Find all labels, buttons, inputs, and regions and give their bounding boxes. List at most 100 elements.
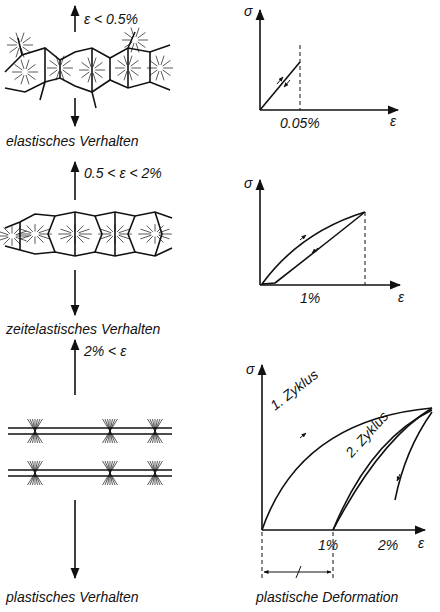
ray-stroke xyxy=(4,228,10,234)
ray-stroke xyxy=(21,75,24,84)
ray-stroke xyxy=(138,32,146,38)
ray-stroke xyxy=(156,56,159,65)
ray-stroke xyxy=(21,33,24,42)
ray-stroke xyxy=(67,226,73,232)
ray-stroke xyxy=(81,62,89,68)
ray-stroke xyxy=(95,70,105,71)
ray-stroke xyxy=(157,226,163,232)
ray-stroke xyxy=(159,234,172,235)
curve-label: 1. Zyklus xyxy=(268,367,321,413)
ray-stroke xyxy=(124,32,132,38)
ray-stroke xyxy=(14,64,22,70)
ray-stroke xyxy=(117,236,123,242)
ray-stroke xyxy=(124,71,127,80)
ray-stroke xyxy=(157,236,163,242)
ray-stroke xyxy=(124,56,127,65)
spherulite-network xyxy=(5,212,172,256)
first-cycle-curve xyxy=(262,408,432,530)
sigma-axis xyxy=(259,10,261,110)
ray-stroke xyxy=(149,60,157,66)
ray-stroke xyxy=(88,58,91,67)
force-arrow xyxy=(74,270,76,315)
ray-stroke xyxy=(136,28,139,37)
ray-stroke xyxy=(16,237,27,241)
ray-stroke xyxy=(79,70,89,71)
ray-stroke xyxy=(131,70,139,76)
ray-stroke xyxy=(63,60,71,66)
axis-label: ε xyxy=(390,114,396,128)
ray-stroke xyxy=(156,71,159,80)
ray-stroke xyxy=(61,56,64,65)
ray-stroke xyxy=(155,236,156,243)
ray-stroke xyxy=(21,48,24,57)
ray-stroke xyxy=(103,461,118,485)
tick-label: 1% xyxy=(300,291,320,305)
ray-stroke xyxy=(16,33,19,42)
ray-stroke xyxy=(16,231,27,235)
ray-stroke xyxy=(117,60,125,66)
ray-stroke xyxy=(131,60,139,66)
ray-stroke xyxy=(60,229,71,233)
ray-stroke xyxy=(93,73,96,82)
elastic-line xyxy=(260,62,300,110)
ray-stroke xyxy=(14,228,20,234)
ray-stroke xyxy=(148,461,163,485)
ray-stroke xyxy=(0,231,8,235)
ray-stroke xyxy=(39,235,50,239)
ray-stroke xyxy=(115,68,125,69)
ray-stroke xyxy=(147,226,153,232)
ray-stroke xyxy=(28,419,43,443)
dim-line xyxy=(262,532,263,580)
ray-stroke xyxy=(28,74,36,80)
force-arrow xyxy=(74,6,76,32)
ray-stroke xyxy=(26,60,29,69)
ray-stroke xyxy=(122,40,132,41)
ray-stroke xyxy=(147,236,153,242)
ray-stroke xyxy=(16,48,19,57)
ray-stroke xyxy=(61,71,64,80)
ray-stroke xyxy=(79,229,90,233)
ray-stroke xyxy=(12,226,13,233)
ray-stroke xyxy=(47,68,57,69)
limit-line xyxy=(365,212,366,285)
ray-stroke xyxy=(75,224,76,231)
ray-stroke xyxy=(63,70,71,76)
ray-stroke xyxy=(37,236,43,242)
ray-stroke xyxy=(148,419,163,443)
ray-stroke xyxy=(138,42,146,48)
ray-stroke xyxy=(79,234,92,235)
ray-stroke xyxy=(161,56,164,65)
force-arrow xyxy=(74,162,76,200)
ray-stroke xyxy=(115,224,116,231)
ray-stroke xyxy=(75,236,76,243)
ray-stroke xyxy=(77,226,83,232)
ray-stroke xyxy=(93,58,96,67)
ray-stroke xyxy=(81,72,89,78)
ray-stroke xyxy=(103,419,118,443)
ray-stroke xyxy=(39,229,50,233)
ray-stroke xyxy=(28,461,43,485)
spherulite-network xyxy=(5,32,170,108)
ray-stroke xyxy=(35,236,36,243)
ray-stroke xyxy=(27,226,33,232)
ray-stroke xyxy=(60,235,71,239)
ray-stroke xyxy=(161,71,164,80)
ray-stroke xyxy=(58,234,71,235)
sigma-axis xyxy=(261,365,263,530)
tick-label: 0.05% xyxy=(280,116,320,130)
ray-stroke xyxy=(14,238,20,244)
ray-stroke xyxy=(163,68,173,69)
ray-stroke xyxy=(100,229,111,233)
ray-stroke xyxy=(20,229,31,233)
ray-stroke xyxy=(131,28,134,37)
epsilon-axis xyxy=(260,284,400,286)
strain-range: 0.5 < ε < 2% xyxy=(84,166,162,180)
ray-stroke xyxy=(131,68,141,69)
force-arrow xyxy=(74,500,76,578)
axis-label: σ xyxy=(244,176,252,190)
ray-stroke xyxy=(119,235,130,239)
ray-stroke xyxy=(49,60,57,66)
hysteresis-loop xyxy=(262,212,365,284)
ray-stroke xyxy=(21,60,24,69)
